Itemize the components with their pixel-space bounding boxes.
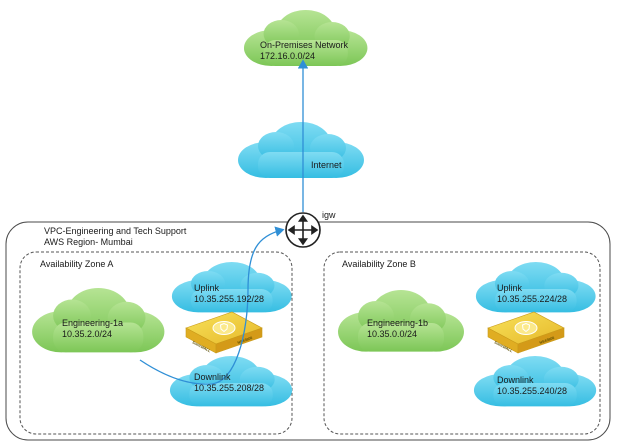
downlink-b-cloud [473,356,597,407]
uplink-a-cloud [171,262,292,313]
internet-cloud [238,122,364,178]
availability-zone-b-boundary [323,251,601,435]
shield-icon [514,321,538,335]
firewall-appliance-a: SonicWALL NSA3600 [185,311,263,354]
igw-label: igw [322,210,336,220]
onprem-name: On-Premises Network [260,40,349,50]
uplink-b-cloud [475,262,596,313]
engineering-1b-name: Engineering-1b [367,318,428,328]
zone-a-title: Availability Zone A [40,259,113,269]
firewall-appliance-b: SonicWALL NSA3600 [487,311,565,354]
vpc-region: AWS Region- Mumbai [44,237,133,247]
vpc-name: VPC-Engineering and Tech Support [44,226,187,236]
engineering-1a-cidr: 10.35.2.0/24 [62,329,112,339]
internet-label: Internet [311,160,342,170]
downlink-b-name: Downlink [497,375,534,385]
uplink-b-name: Uplink [497,283,523,293]
downlink-b-cidr: 10.35.255.240/28 [497,386,567,396]
zone-b-title: Availability Zone B [342,259,416,269]
shield-icon [212,321,236,335]
router-icon[interactable] [285,212,321,248]
engineering-1b-cidr: 10.35.0.0/24 [367,329,417,339]
uplink-b-cidr: 10.35.255.224/28 [497,294,567,304]
uplink-a-name: Uplink [194,283,220,293]
downlink-a-name: Downlink [194,372,231,382]
uplink-a-cidr: 10.35.255.192/28 [194,294,264,304]
availability-zone-a-boundary [19,251,293,435]
downlink-a-cloud [169,356,293,407]
appliance-a-right-label: NSA3600 [237,336,253,345]
engineering-1a-name: Engineering-1a [62,318,123,328]
downlink-to-igw-arrow [139,226,285,385]
onprem-cidr: 172.16.0.0/24 [260,51,315,61]
appliance-b-right-label: NSA3600 [539,336,555,345]
downlink-a-cidr: 10.35.255.208/28 [194,383,264,393]
